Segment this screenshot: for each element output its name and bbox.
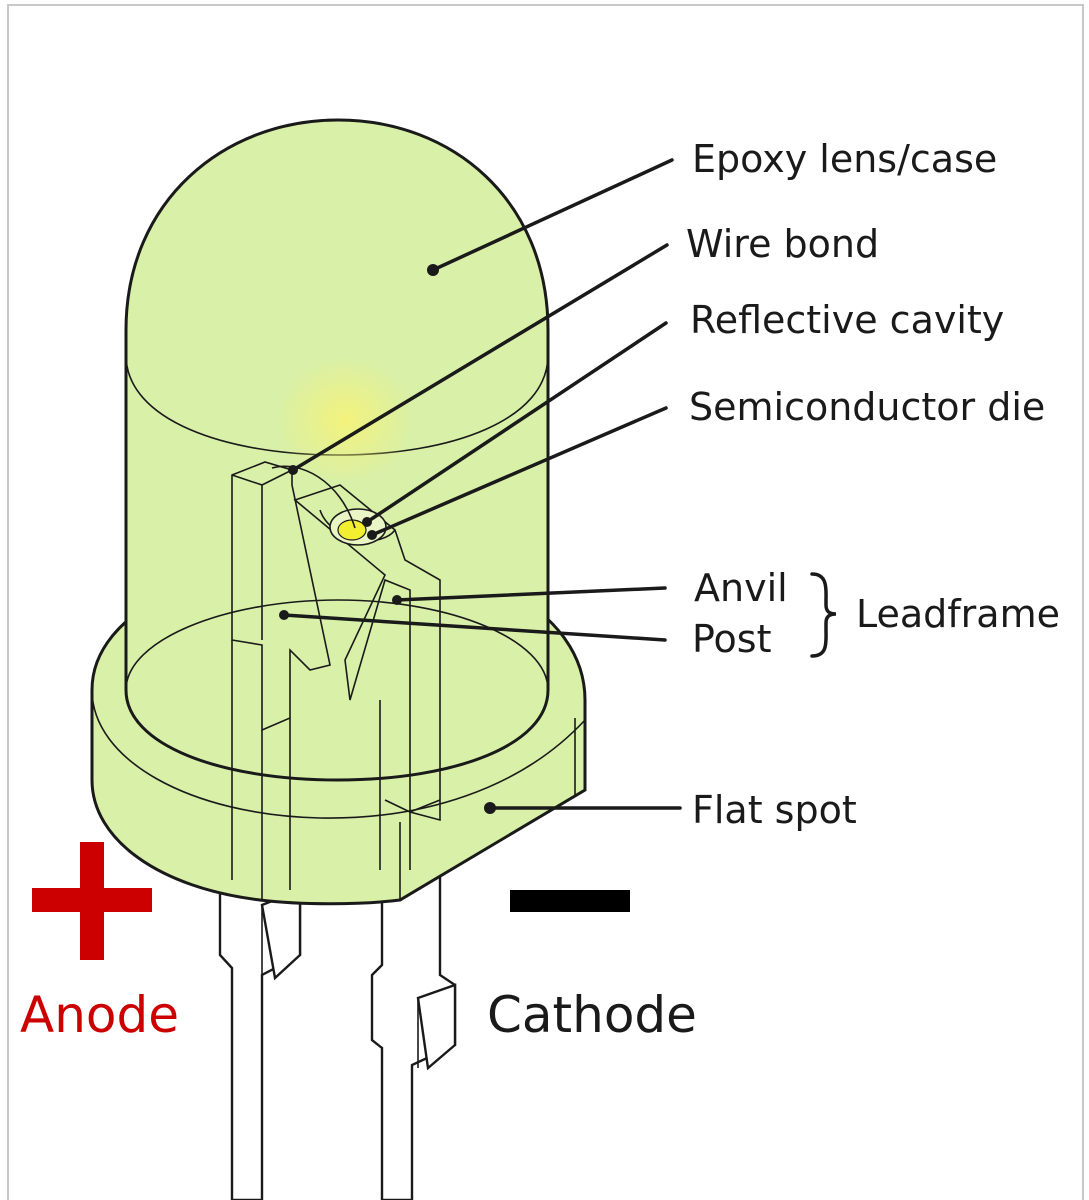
label-semiconductor-die: Semiconductor die: [689, 385, 1045, 429]
leader-wire-bond: [291, 243, 669, 472]
leader-dot-wire: [288, 465, 298, 475]
label-post: Post: [692, 617, 772, 661]
die-glow: [275, 355, 415, 485]
wire-bond: [271, 465, 356, 529]
label-cathode: Cathode: [487, 986, 697, 1044]
cathode-lead: [370, 858, 457, 1200]
label-anvil: Anvil: [694, 566, 788, 610]
leader-lines: [279, 158, 682, 814]
label-wire-bond: Wire bond: [686, 222, 879, 266]
leadframe-brace: [810, 572, 837, 658]
leader-dot-anvil: [392, 595, 402, 605]
leader-post: [282, 613, 667, 642]
leader-dot-flat: [484, 802, 496, 814]
semiconductor-die: [337, 519, 367, 541]
post: [231, 461, 331, 900]
leader-anvil: [395, 586, 667, 602]
anvil: [293, 484, 441, 870]
leader-dot-post: [279, 610, 289, 620]
plus-sign-icon: [32, 842, 152, 960]
leader-dot-die: [367, 530, 377, 540]
anode-lead: [218, 878, 302, 1200]
leader-cavity: [365, 321, 668, 524]
leader-dot-epoxy: [427, 264, 439, 276]
label-epoxy: Epoxy lens/case: [692, 137, 997, 181]
label-leadframe: Leadframe: [856, 592, 1060, 636]
label-flat-spot: Flat spot: [692, 788, 857, 832]
leader-die: [370, 406, 668, 537]
leader-dot-cavity: [362, 517, 372, 527]
minus-sign-icon: [510, 890, 630, 912]
image-frame: [7, 4, 1084, 1200]
label-anode: Anode: [20, 986, 179, 1044]
label-reflective-cavity: Reflective cavity: [690, 298, 1004, 342]
leader-epoxy: [431, 158, 674, 272]
